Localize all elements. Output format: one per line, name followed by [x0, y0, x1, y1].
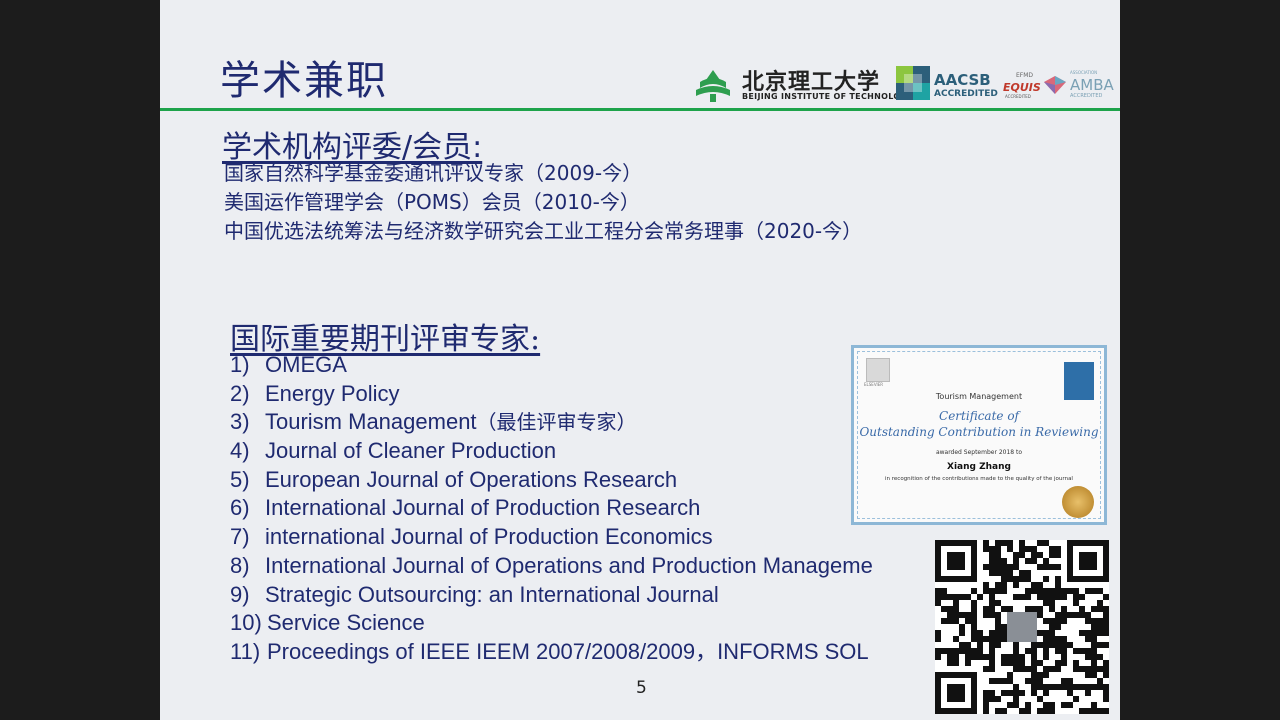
certificate-recognition: in recognition of the contributions made… — [885, 476, 1073, 482]
certificate-border — [857, 351, 1101, 519]
item-number: 2) — [230, 380, 250, 406]
amba-sub-label: ACCREDITED — [1070, 93, 1103, 99]
list-item: 6) International Journal of Production Re… — [230, 494, 930, 523]
certificate-publisher: ELSEVIER — [864, 382, 884, 387]
journal-cover-icon — [1064, 362, 1094, 400]
amba-association-label: ASSOCIATION — [1070, 70, 1098, 75]
certificate-title-line2: Outstanding Contribution in Reviewing — [859, 425, 1099, 439]
list-item: 4) Journal of Cleaner Production — [230, 437, 930, 466]
list-item: 3) Tourism Management（最佳评审专家） — [230, 408, 930, 437]
list-item: 中国优选法统筹法与经济数学研究会工业工程分会常务理事（2020-今） — [224, 219, 863, 243]
page-number: 5 — [636, 678, 647, 698]
best-reviewer-note: （最佳评审专家） — [476, 410, 637, 435]
journal-name: Service Science — [267, 610, 425, 636]
amba-logo-icon — [1044, 76, 1066, 94]
item-number: 11) — [230, 638, 261, 664]
elsevier-logo-icon — [866, 358, 890, 382]
item-number: 7) — [230, 524, 250, 550]
journal-name: Tourism Management — [265, 409, 477, 435]
seal-icon — [1062, 486, 1094, 518]
list-item: 11)Proceedings of IEEE IEEM 2007/2008/20… — [230, 638, 930, 667]
amba-label: AMBA — [1070, 76, 1114, 94]
list-item: 8) International Journal of Operations an… — [230, 552, 930, 581]
list-item: 7) international Journal of Production Ec… — [230, 523, 930, 552]
journal-name: European Journal of Operations Research — [265, 466, 678, 492]
title-divider — [160, 108, 1120, 111]
journal-list: 1) OMEGA 2) Energy Policy 3) Tourism Manage… — [230, 351, 930, 667]
reviewer-certificate-image: ELSEVIER Tourism Management Certificate … — [851, 345, 1107, 525]
journal-name: Strategic Outsourcing: an International … — [265, 581, 719, 607]
journal-name: OMEGA — [265, 352, 347, 377]
bit-emblem-icon — [696, 70, 730, 102]
item-number: 5) — [230, 466, 250, 492]
section-academic-bodies-heading: 学术机构评委/会员: — [222, 130, 483, 165]
list-item: 1) OMEGA — [230, 351, 930, 380]
item-number: 10) — [230, 610, 262, 636]
certificate-title: Certificate of Outstanding Contribution … — [854, 408, 1104, 440]
section-journal-reviewer-heading: 国际重要期刊评审专家: — [230, 322, 541, 357]
journal-name: Energy Policy — [265, 380, 400, 406]
certificate-journal: Tourism Management — [935, 392, 1023, 401]
equis-sub-label: ACCREDITED — [1005, 94, 1031, 99]
list-item: 2) Energy Policy — [230, 380, 930, 409]
equis-label: EQUIS — [1003, 81, 1041, 94]
item-number: 1) — [230, 352, 250, 377]
logo-bar: 北京理工大学 BEIJING INSTITUTE OF TECHNOLOGY A… — [690, 62, 1120, 106]
journal-name: international Journal of Production Econ… — [265, 524, 713, 550]
list-item: 10)Service Science — [230, 609, 930, 638]
item-number: 3) — [230, 409, 250, 435]
academic-bodies-list: 国家自然科学基金委通讯评议专家（2009-今） 美国运作管理学会（POMS）会员… — [224, 159, 862, 246]
list-item: 美国运作管理学会（POMS）会员（2010-今） — [224, 190, 640, 214]
aacsb-logo-icon — [896, 66, 930, 100]
journal-name: International Journal of Production Rese… — [265, 495, 701, 521]
journal-name: International Journal of Operations and … — [265, 552, 873, 578]
certificate-recipient: Xiang Zhang — [947, 462, 1011, 472]
item-number: 8) — [230, 552, 250, 578]
slide-title: 学术兼职 — [220, 58, 388, 104]
list-item: 国家自然科学基金委通讯评议专家（2009-今） — [224, 161, 643, 185]
left-letterbox — [0, 0, 160, 720]
right-letterbox — [1120, 0, 1280, 720]
certificate-title-line1: Certificate of — [939, 409, 1019, 423]
journal-name: Journal of Cleaner Production — [265, 438, 557, 464]
qr-code-image — [935, 540, 1109, 714]
list-item: 9) Strategic Outsourcing: an Internationa… — [230, 581, 930, 610]
journal-name: Proceedings of IEEE IEEM 2007/2008/2009，… — [267, 638, 869, 664]
item-number: 6) — [230, 495, 250, 521]
item-number: 9) — [230, 581, 250, 607]
certificate-date: awarded September 2018 to — [935, 449, 1023, 456]
bit-chinese-name: 北京理工大学 — [742, 69, 881, 95]
aacsb-sub-label: ACCREDITED — [934, 89, 998, 99]
item-number: 4) — [230, 438, 250, 464]
list-item: 5) European Journal of Operations Researc… — [230, 466, 930, 495]
aacsb-label: AACSB — [934, 71, 991, 89]
qr-code-icon — [935, 540, 1109, 714]
efmd-label: EFMD — [1016, 72, 1034, 79]
bit-english-name: BEIJING INSTITUTE OF TECHNOLOGY — [742, 92, 914, 101]
presentation-slide: 学术兼职 北京理工大学 BEIJING INSTITUTE OF TECHNOL… — [160, 0, 1120, 720]
